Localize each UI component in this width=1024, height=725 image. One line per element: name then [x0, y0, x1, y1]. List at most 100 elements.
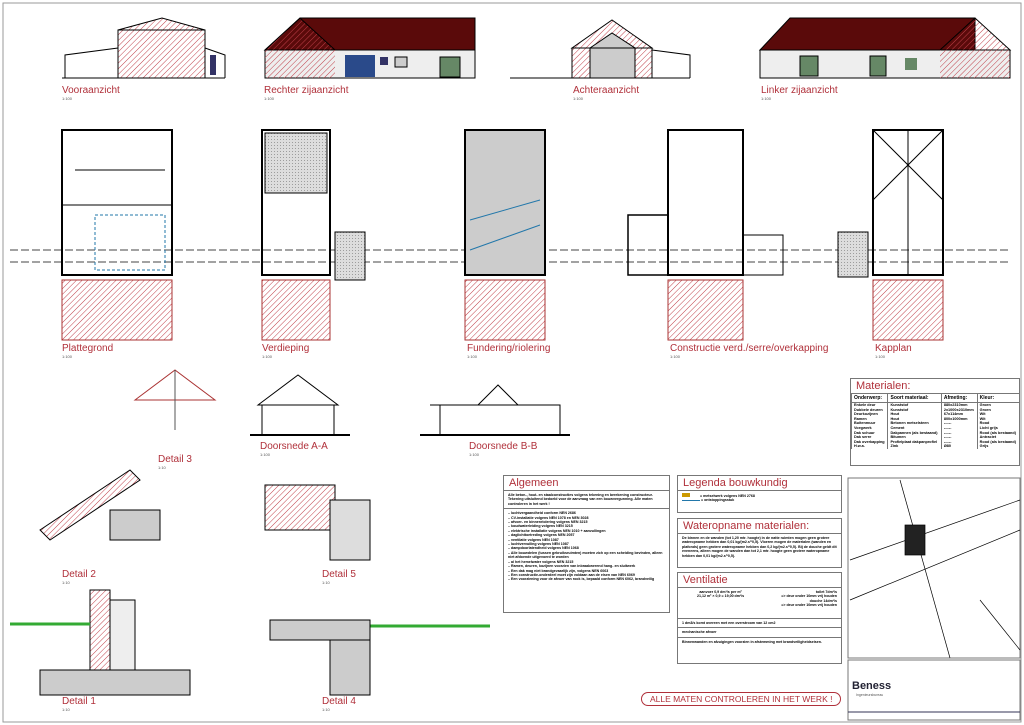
table-cell: Kunststof: [887, 402, 942, 408]
table-cell: Dak serre: [850, 435, 888, 440]
scale: 1:100: [670, 354, 681, 359]
title-block: [847, 659, 1021, 721]
legend-title: Legenda bouwkundig: [678, 476, 841, 491]
water-text: De binnen en de wanden (tot 1,20 mtr. ho…: [682, 536, 837, 558]
company-logo: Beness: [852, 680, 892, 692]
section-b-title: Doorsnede B-B: [469, 441, 538, 452]
algemeen-list: – luchtvergaandheid conform NEN 2686– CV…: [508, 511, 663, 582]
vent-req: => deur onder 10mm vrij houden: [781, 603, 837, 608]
vent-req: toilet 7dm³/s: [815, 590, 837, 594]
list-item: Een dak mag niet brandgevaarlijk zijn, v…: [511, 568, 609, 573]
scale: 1:10: [322, 707, 330, 712]
table-cell: Rood: [976, 421, 1019, 426]
scale: 1:100: [264, 96, 275, 101]
view-title-back: Achteraanzicht: [573, 85, 640, 96]
table-cell: Rood (als bestaand): [976, 439, 1019, 445]
scale: 1:10: [62, 707, 70, 712]
elevation-right: [263, 17, 476, 79]
list-item: luchtvervuiling volgens NEN 1087: [511, 542, 569, 547]
vent-note: Binnenwanden en afzuigingen voorzien in …: [678, 636, 841, 646]
list-item: al het hemelwater volgens NEN 3215: [511, 559, 574, 564]
table-cell: Groen: [976, 402, 1019, 408]
table-cell: ------: [940, 421, 978, 426]
vent-req: douche 14dm³/s: [809, 598, 837, 603]
scale: 1:10: [158, 465, 166, 470]
table-cell: Voegwerk: [850, 425, 888, 431]
warning-banner: ALLE MATEN CONTROLEREN IN HET WERK !: [641, 692, 842, 706]
table-cell: Enkele deur: [850, 402, 888, 408]
table-cell: Ø80: [940, 444, 978, 449]
vent-req: => deur onder 10mm vrij houden: [781, 594, 837, 599]
table-cell: 2x1000x2310mm: [940, 407, 978, 413]
view-title-right: Rechter zijaanzicht: [264, 85, 349, 96]
elevation-front: [62, 17, 226, 79]
detail-4-title: Detail 4: [322, 696, 356, 707]
table-cell: Kunststof: [887, 407, 942, 413]
elevation-left: [758, 17, 1012, 79]
table-cell: H.w.a.: [850, 444, 888, 449]
details: [10, 469, 490, 696]
table-cell: Zink: [887, 444, 942, 449]
materials-header: Kleur:: [976, 394, 1019, 403]
table-cell: Hout: [887, 416, 942, 422]
view-title-construction: Constructie verd./serre/overkapping: [670, 343, 829, 354]
scale: 1:10: [62, 580, 70, 585]
scale: 1:100: [875, 354, 886, 359]
table-cell: Dakpannen (als bestaand): [887, 430, 942, 436]
materials-table: Materialen: Onderwerp:Soort materiaal:Af…: [850, 378, 1020, 466]
legend-box: Legenda bouwkundig = metselwerk volgens …: [677, 475, 842, 513]
legend-item: = ontstoppingsstuk: [701, 498, 735, 503]
list-item: koudwaterleiding volgens NEN 3215: [511, 524, 573, 529]
table-cell: ------: [940, 435, 978, 440]
materials-title: Materialen:: [851, 379, 1019, 394]
table-cell: 800x1000mm: [940, 416, 978, 422]
list-item: Een voorziening voor de afvoer van rook …: [511, 577, 655, 582]
company-subtitle: Ingenieursbureau: [856, 693, 884, 697]
elevation-back: [510, 19, 691, 79]
table-cell: Hout: [887, 412, 942, 417]
scale: 1:100: [467, 354, 478, 359]
list-item: afvoer- en binnenriolering volgens NEN 3…: [511, 520, 588, 525]
algemeen-box: Algemeen Alle beton-, hout- en staalcons…: [503, 475, 670, 613]
view-title-left: Linker zijaanzicht: [761, 85, 838, 96]
scale: 1:100: [260, 452, 271, 457]
table-cell: Licht grijs: [976, 425, 1019, 431]
table-cell: Bitumen: [887, 435, 942, 440]
list-item: Ramen, deuren, kozijnen voorzien van inb…: [511, 564, 636, 569]
scale: 1:100: [62, 96, 73, 101]
vent-calc: 21,12 m² × 0,9 = 19,00 dm³/s: [697, 594, 745, 599]
list-item: elektrische installatie volgens NEN 1010…: [511, 528, 606, 533]
view-title-foundation: Fundering/riolering: [467, 343, 551, 354]
scale: 1:100: [469, 452, 480, 457]
table-cell: Cement: [887, 425, 942, 431]
water-title: Wateropname materialen:: [678, 519, 841, 534]
detail-1-title: Detail 1: [62, 696, 96, 707]
water-box: Wateropname materialen: De binnen en de …: [677, 518, 842, 568]
algemeen-title: Algemeen: [504, 476, 669, 491]
table-cell: Dak schuur: [850, 430, 888, 436]
scale: 1:10: [322, 580, 330, 585]
table-cell: Wit: [976, 412, 1019, 417]
table-cell: Grijs: [976, 444, 1019, 449]
table-cell: Dubbele deuren: [850, 407, 888, 413]
materials-header: Onderwerp:: [850, 394, 888, 403]
table-cell: Wit: [976, 416, 1019, 422]
list-item: Alle bouwdelen (tussen gebruiksruimten) …: [508, 550, 663, 560]
section-a-title: Doorsnede A-A: [260, 441, 328, 452]
list-item: luchtvergaandheid conform NEN 2686: [511, 511, 576, 516]
table-cell: Dak overkapping: [850, 439, 888, 445]
list-item: dampdoorlatendheid volgens NEN 1068: [511, 546, 579, 551]
table-cell: Rood (als bestaand): [976, 430, 1019, 436]
detail-3-title: Detail 3: [158, 454, 192, 465]
vent-note: mechanische afvoer: [678, 627, 841, 636]
scale: 1:100: [761, 96, 772, 101]
view-title-truss: Kapplan: [875, 343, 912, 354]
